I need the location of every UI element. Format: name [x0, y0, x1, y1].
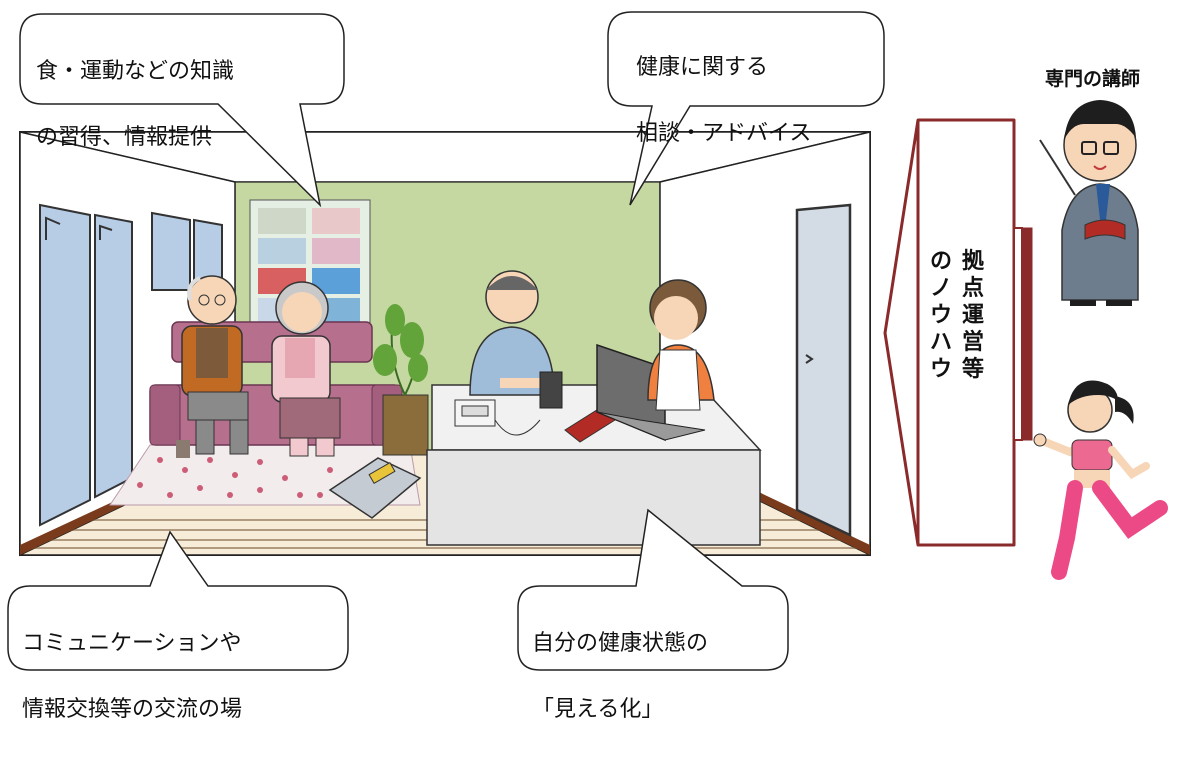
elderly-woman-icon [271, 281, 341, 457]
arrow-text-col2: のノウハウ [929, 249, 952, 382]
callout-top-right-line2: 相談・アドバイス [636, 121, 812, 146]
room-illustration [7, 11, 1168, 671]
blood-pressure-monitor-icon [454, 371, 563, 436]
callout-top-right [607, 11, 885, 206]
callout-bottom-left-text: コミュニケーションや 情報交換等の交流の場 [22, 594, 242, 759]
callout-top-left-line2: の習得、情報提供 [36, 125, 213, 150]
arrow-text-col1: 拠点運営等 [961, 249, 984, 382]
pamphlet-rack-icon [249, 199, 371, 343]
nurse-icon [647, 279, 715, 411]
window [151, 211, 223, 291]
callout-bottom-right-line2: 「見える化」 [532, 697, 664, 722]
runner-icon [1033, 380, 1168, 580]
sliding-door [39, 203, 133, 527]
laptop-icon [596, 343, 706, 442]
callout-top-left-text: 食・運動などの知識 の習得、情報提供 [36, 22, 234, 187]
health-hub-diagram: 食・運動などの知識 の習得、情報提供 健康に関する 相談・アドバイス コミュニケ… [7, 11, 1168, 722]
callout-top-right-text: 健康に関する 相談・アドバイス [636, 18, 811, 183]
callout-top-left [19, 13, 345, 208]
plant-icon [373, 304, 429, 456]
elderly-man-icon [181, 275, 249, 455]
lecturer-title: 専門の講師 [1045, 68, 1141, 90]
right-door [795, 203, 852, 537]
teacher-icon [1039, 100, 1139, 306]
callout-bottom-right-line1: 自分の健康状態の [532, 631, 709, 656]
callout-bottom-right-text: 自分の健康状態の 「見える化」 [532, 594, 708, 759]
knowhow-arrow [883, 118, 1033, 547]
callout-bottom-right [517, 508, 789, 671]
callout-bottom-left-line2: 情報交換等の交流の場 [22, 697, 243, 722]
callout-bottom-left-line1: コミュニケーションや [22, 631, 242, 656]
callout-top-left-line1: 食・運動などの知識 [36, 59, 235, 84]
scale-icon [328, 457, 422, 519]
callout-bottom-left [7, 530, 349, 671]
callout-top-right-line1: 健康に関する [636, 55, 769, 80]
man-patient-icon [469, 270, 555, 396]
arrow-label: 拠点運営等 のノウハウ [926, 248, 986, 418]
